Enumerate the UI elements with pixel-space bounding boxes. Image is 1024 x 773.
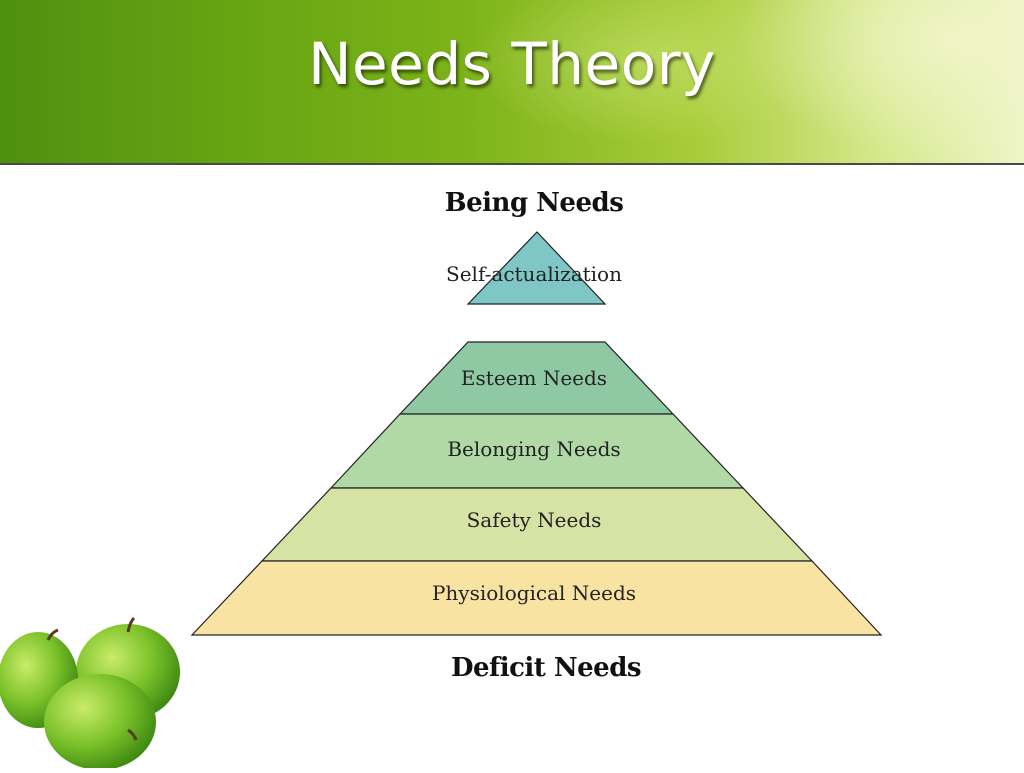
tier-label-self-actualization: Self-actualization bbox=[446, 262, 622, 286]
tier-label-belonging: Belonging Needs bbox=[447, 437, 621, 461]
tier-label-esteem: Esteem Needs bbox=[460, 366, 608, 390]
tier-self-actualization bbox=[466, 231, 607, 305]
header-banner bbox=[0, 0, 1024, 163]
green-apples-image bbox=[0, 610, 200, 770]
header-divider bbox=[0, 163, 1024, 165]
tier-physiological bbox=[190, 560, 883, 636]
tier-label-physiological: Physiological Needs bbox=[431, 581, 637, 605]
slide-title: Needs Theory bbox=[308, 30, 716, 98]
deficit-needs-label: Deficit Needs bbox=[450, 653, 642, 683]
tier-label-safety: Safety Needs bbox=[466, 508, 602, 532]
being-needs-label: Being Needs bbox=[444, 188, 624, 218]
